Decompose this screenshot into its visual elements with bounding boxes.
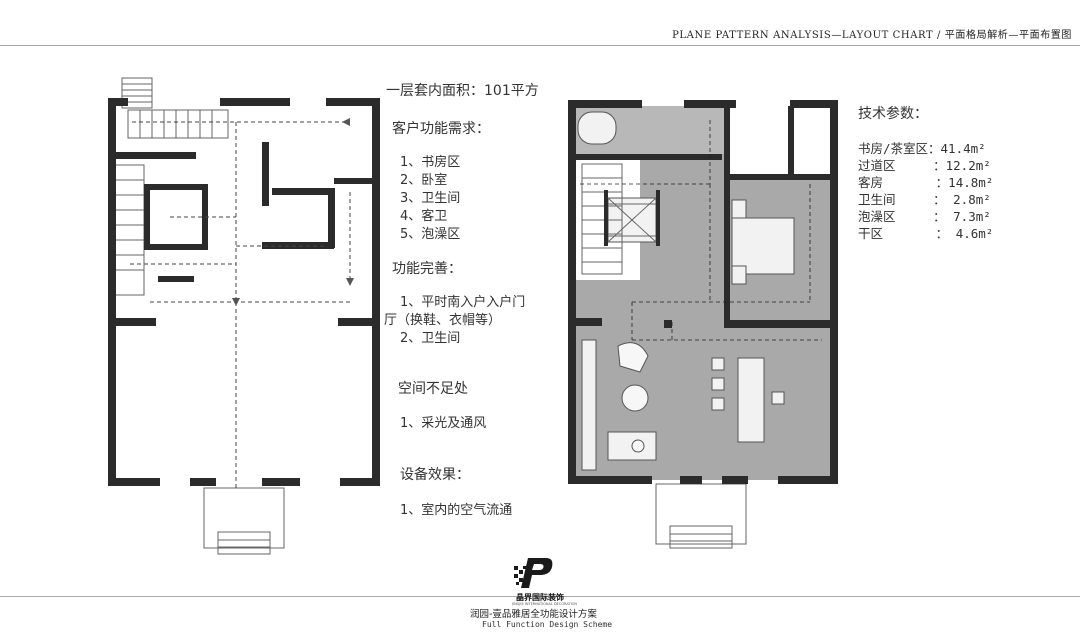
spec-row: 泡澡区 ： 7.3m² (858, 209, 991, 224)
improve-item: 2、卫生间 (400, 331, 461, 346)
shortage-item: 1、采光及通风 (400, 416, 487, 431)
brand-name: 晶界国际装饰 (516, 593, 564, 602)
area-heading: 一层套内面积：101平方 (386, 83, 539, 99)
design-floor-plan (568, 100, 838, 549)
improve-item: 厅（换鞋、衣帽等） (384, 313, 502, 328)
header-title: PLANE PATTERN ANALYSIS—LAYOUT CHART / 平面… (672, 30, 1072, 41)
project-title: 润园-壹品雅居全功能设计方案 (470, 609, 597, 620)
spec-row: 卫生间 ： 2.8m² (858, 192, 991, 207)
shortage-title: 空间不足处 (398, 381, 468, 397)
header-divider (0, 45, 1080, 46)
footer-divider (0, 596, 1080, 597)
needs-item: 2、卧室 (400, 173, 448, 188)
improve-title: 功能完善： (392, 261, 462, 277)
spec-row: 干区 ： 4.6m² (858, 226, 994, 241)
effect-item: 1、室内的空气流通 (400, 503, 513, 518)
improve-item: 1、平时南入户入户门 (400, 295, 526, 310)
specs-title: 技术参数： (858, 106, 928, 122)
brand-logo-icon (514, 558, 553, 588)
needs-title: 客户功能需求： (392, 121, 490, 137)
project-subtitle: Full Function Design Scheme (482, 620, 613, 629)
spec-row: 过道区 ：12.2m² (858, 158, 991, 173)
original-floor-plan (108, 77, 380, 555)
spec-row: 书房/茶室区：41.4m² (858, 141, 986, 156)
needs-item: 4、客卫 (400, 209, 448, 224)
spec-row: 客房 ：14.8m² (858, 175, 994, 190)
needs-item: 3、卫生间 (400, 191, 461, 206)
effect-title: 设备效果： (400, 467, 470, 483)
brand-sub: JINGJIE INTERNATIONAL DECORATION (512, 602, 578, 606)
needs-item: 5、泡澡区 (400, 227, 461, 242)
needs-item: 1、书房区 (400, 155, 461, 170)
